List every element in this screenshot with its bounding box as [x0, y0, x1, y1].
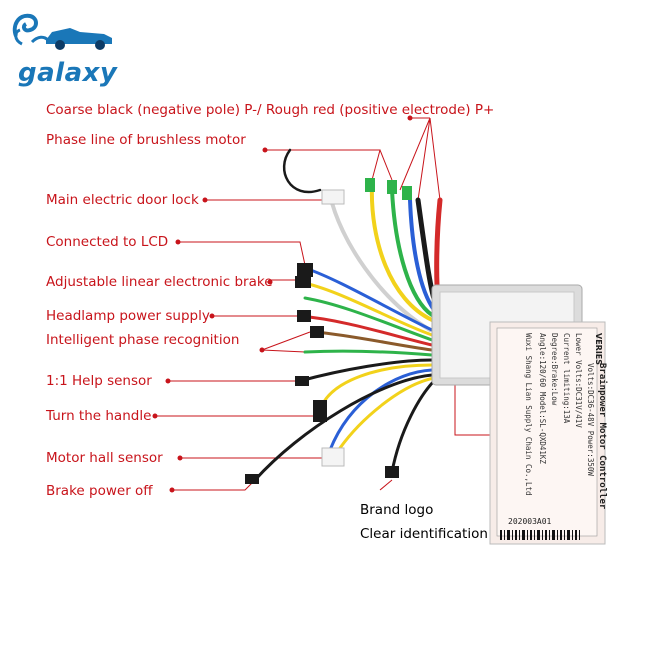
- plate-line-1: Lower Volts:DC31V/41V: [574, 333, 583, 428]
- phase-rec-connector: [310, 326, 324, 338]
- leader-phase: [265, 149, 393, 181]
- plate-line-0: Volts:DC36-48V Power:350W: [586, 363, 595, 476]
- label-hall-sensor: Motor hall sensor: [46, 450, 163, 466]
- connectors: [245, 178, 412, 484]
- label-headlamp: Headlamp power supply: [46, 308, 210, 324]
- plate-brand: VERIES: [594, 333, 603, 365]
- plate-line-3: Degree:Brake:Low: [550, 333, 559, 406]
- help-sensor-connector: [295, 376, 309, 386]
- callout-brand-logo: Brand logo: [360, 502, 434, 518]
- ebrake-connector: [295, 276, 311, 288]
- label-lcd: Connected to LCD: [46, 234, 169, 250]
- headlamp-connector: [297, 310, 311, 322]
- callout-clear-identification: Clear identification: [360, 526, 488, 542]
- label-phase-recognition: Intelligent phase recognition: [46, 332, 240, 348]
- phase-connector-3: [402, 186, 412, 200]
- label-power-poles: Coarse black (negative pole) P-/ Rough r…: [46, 102, 495, 118]
- wire-bundle: [253, 148, 443, 482]
- label-plate: Brainpower Motor Controller Volts:DC36-4…: [489, 321, 608, 545]
- brake-off-connector-2: [385, 466, 399, 478]
- leader-dots: [152, 115, 413, 493]
- brand-logo: galaxy: [8, 6, 128, 91]
- plate-title: Brainpower Motor Controller: [597, 363, 608, 510]
- barcode: [500, 530, 580, 540]
- plate-line-2: Current limiting:13A: [562, 333, 571, 424]
- door-lock-connector: [321, 189, 345, 205]
- handle-connector: [313, 400, 327, 422]
- label-help-sensor: 1:1 Help sensor: [46, 373, 152, 389]
- hall-connector: [321, 447, 345, 467]
- leader-lcd: [178, 241, 306, 266]
- plate-line-4: Angle:120/60 Model:SL-QXD41KZ: [538, 333, 547, 464]
- leader-phase-rec: [261, 331, 311, 353]
- label-ebrake: Adjustable linear electronic brake: [46, 274, 273, 290]
- leader-brakeoff: [172, 479, 393, 491]
- brake-off-connector: [245, 474, 259, 484]
- car-wave-icon: [12, 13, 112, 50]
- label-brake-off: Brake power off: [46, 483, 153, 499]
- logo-text: galaxy: [18, 58, 118, 88]
- phase-connector-2: [387, 180, 397, 194]
- leader-power: [399, 117, 441, 201]
- plate-line-5: Wuxi Shang Lian Supply Chain Co.,Ltd: [524, 333, 533, 496]
- lcd-connector: [297, 263, 313, 277]
- phase-connector-1: [365, 178, 375, 192]
- leader-lines: [155, 117, 500, 491]
- label-handle: Turn the handle: [46, 408, 152, 424]
- label-phase-line: Phase line of brushless motor: [46, 132, 246, 148]
- plate-code: 202003A01: [508, 517, 552, 526]
- label-door-lock: Main electric door lock: [46, 192, 199, 208]
